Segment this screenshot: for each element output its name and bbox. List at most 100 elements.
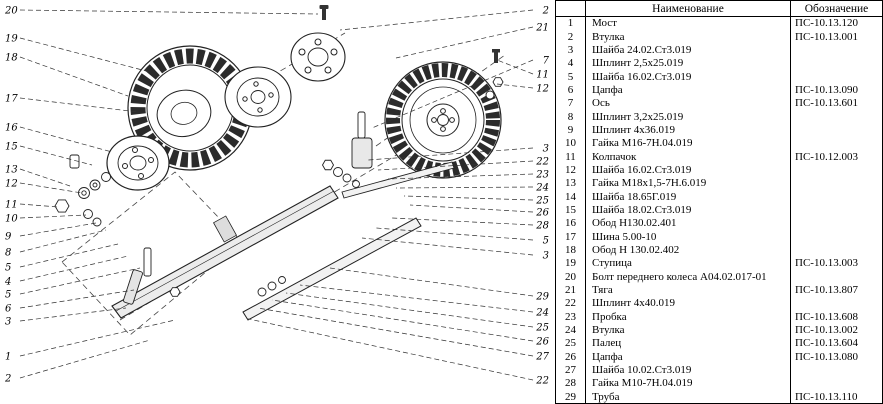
- callout-label: 22: [535, 157, 549, 168]
- cell-des: [791, 243, 883, 256]
- header-number-cell: [555, 0, 586, 17]
- leader-line: [19, 307, 127, 322]
- left-tire: [127, 45, 253, 171]
- leader-line: [403, 195, 534, 201]
- cell-num: 6: [555, 83, 586, 97]
- callout-label: 28: [535, 221, 549, 232]
- cell-num: 4: [555, 56, 586, 70]
- tube: [242, 217, 422, 321]
- cell-name: Шайба 18.65Г.019: [585, 189, 791, 204]
- cell-des: ПС-10.13.090: [795, 83, 858, 96]
- cell-name: Шайба 18.02.Ст3.019: [585, 203, 791, 217]
- cell-name: Гайка М16-7Н.04.019: [585, 136, 791, 150]
- cell-name: Шайба 24.02.Ст3.019: [585, 43, 791, 57]
- cell-name: Болт переднего колеса А04.02.017-01: [585, 270, 791, 284]
- hardware-center: [169, 159, 360, 297]
- leader-line: [19, 255, 129, 282]
- cell-des: ПС-10.13.604: [795, 337, 858, 350]
- leader-line: [361, 237, 534, 256]
- cell-des: ПС-10.13.003: [795, 257, 858, 270]
- cell-name: Шплинт 2,5х25.019: [585, 56, 791, 70]
- leader-line: [496, 59, 534, 75]
- cell-des: ПС-10.13.120: [795, 17, 858, 30]
- cell-name: Втулка: [585, 323, 791, 337]
- callout-label: 22: [535, 376, 549, 387]
- callout-label: 21: [535, 23, 549, 34]
- cell-num: 12: [555, 163, 586, 177]
- callout-label: 24: [535, 308, 549, 319]
- callout-label: 5: [543, 236, 549, 247]
- cell-name: Гайка М18х1,5-7Н.6.019: [585, 176, 791, 190]
- leader-line: [371, 59, 534, 129]
- cell-num: 21: [555, 283, 586, 297]
- leader-line: [19, 243, 119, 268]
- cell-name: Обод Н130.02.401: [585, 216, 791, 230]
- cell-des: [791, 123, 883, 136]
- callout-label: 11: [5, 200, 18, 211]
- axle-beam: [111, 185, 339, 319]
- cell-name: Обод Н 130.02.402: [585, 243, 791, 257]
- cell-num: 22: [555, 296, 586, 311]
- wheel-bolt: [319, 5, 329, 20]
- leader-line: [19, 229, 107, 253]
- callout-label: 16: [5, 123, 18, 134]
- cell-des: [791, 70, 883, 83]
- cell-des: ПС-10.12.003: [795, 150, 858, 163]
- callout-label: 3: [543, 144, 549, 155]
- cell-des: [791, 177, 883, 190]
- callout-label: 15: [5, 142, 18, 153]
- cell-name: Ступица: [585, 256, 791, 271]
- cell-name: Пробка: [585, 310, 791, 324]
- leader-line: [285, 292, 534, 328]
- cell-name: Тяга: [585, 283, 791, 297]
- table-header-row: Наименование Обозначение: [555, 0, 883, 17]
- callout-label: 1: [5, 352, 11, 363]
- callout-label: 5: [5, 263, 11, 274]
- cell-num: 28: [555, 376, 586, 391]
- callout-label: 23: [535, 170, 549, 181]
- leader-line: [19, 56, 129, 97]
- leader-line: [19, 37, 151, 73]
- cell-num: 18: [555, 243, 586, 257]
- cell-name: Гайка М10-7Н.04.019: [585, 376, 791, 391]
- leader-line: [19, 339, 151, 379]
- leader-line: [19, 203, 59, 208]
- cell-name: Шайба 10.02.Ст3.019: [585, 363, 791, 377]
- callout-label: 3: [543, 251, 549, 262]
- cell-des: ПС-10.13.002: [795, 324, 858, 337]
- callout-label: 8: [5, 248, 11, 259]
- cell-name: Цапфа: [585, 83, 791, 97]
- callout-label: 19: [5, 34, 18, 45]
- cell-des: [791, 163, 883, 176]
- leader-line: [299, 284, 534, 313]
- leader-line: [19, 9, 319, 15]
- leader-line: [409, 204, 534, 213]
- leader-line: [377, 160, 534, 171]
- cell-name: Шплинт 4х36.019: [585, 123, 791, 137]
- cell-num: 29: [555, 390, 586, 404]
- cell-num: 19: [555, 256, 586, 271]
- cell-name: Шайба 16.02.Ст3.019: [585, 163, 791, 177]
- leader-line: [19, 214, 87, 219]
- cell-des: [791, 377, 883, 390]
- callout-label: 11: [536, 70, 549, 81]
- leader-line: [257, 307, 534, 357]
- cell-name: Шина 5.00-10: [585, 230, 791, 244]
- callout-label: 5: [5, 290, 11, 301]
- leader-line: [496, 83, 534, 89]
- callout-label: 4: [4, 277, 11, 288]
